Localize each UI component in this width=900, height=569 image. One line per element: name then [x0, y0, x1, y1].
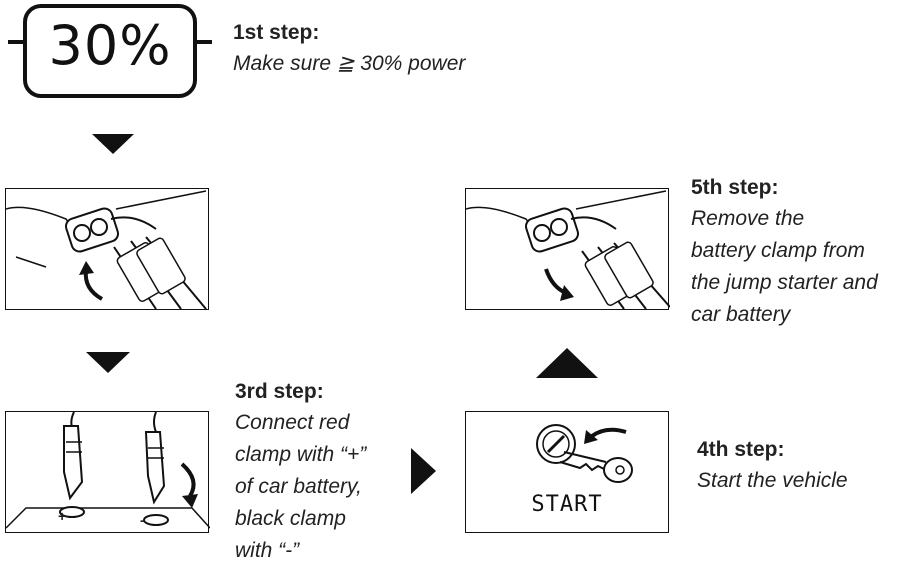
step-3-title: 3rd step:	[235, 380, 324, 403]
step-1-title: 1st step:	[233, 21, 320, 44]
step-5-line-1: Remove the	[691, 207, 805, 230]
curved-arrow-icon	[79, 261, 104, 301]
step-3-line-5: with “-”	[235, 539, 300, 562]
battery-plus-terminal: +	[58, 508, 67, 524]
start-label: START	[531, 492, 603, 517]
step-5-line-4: car battery	[691, 303, 791, 326]
flow-arrow-right	[411, 448, 437, 494]
panel-start-vehicle: START	[465, 411, 669, 533]
battery-level-icon	[8, 4, 212, 98]
step-3-line-3: of car battery,	[235, 475, 362, 498]
remove-clamp-illustration	[466, 190, 670, 310]
curved-arrow-icon	[584, 427, 627, 444]
step-3-line-2: clamp with “+”	[235, 443, 367, 466]
triangle-arrow-icon	[92, 134, 134, 154]
car-battery-illustration	[6, 412, 210, 529]
step-1: 1st step: Make sure ≧ 30% power	[233, 20, 465, 80]
step-5: 5th step: Remove the battery clamp from …	[691, 175, 878, 331]
battery-minus-terminal: -	[140, 512, 145, 528]
curved-arrow-icon	[544, 268, 574, 301]
flow-arrow-down-1	[92, 134, 134, 156]
step-3-line-1: Connect red	[235, 411, 350, 434]
jump-starter-illustration	[6, 190, 207, 310]
panel-connect-clamps	[5, 188, 209, 310]
panel-remove-clamps	[465, 188, 670, 310]
step-4-line-1: Start the vehicle	[697, 469, 848, 492]
step-5-line-3: the jump starter and	[691, 271, 878, 294]
triangle-arrow-icon	[86, 352, 130, 373]
curved-arrow-icon	[180, 462, 198, 508]
step-1-line-1: Make sure ≧ 30% power	[233, 52, 466, 75]
step-4: 4th step: Start the vehicle	[697, 437, 848, 497]
battery-level-indicator: 30%	[0, 0, 220, 110]
panel-connect-car-battery: + -	[5, 411, 210, 533]
triangle-arrow-icon	[536, 348, 598, 378]
ignition-key-icon	[536, 424, 633, 483]
step-3-line-4: black clamp	[235, 507, 346, 530]
battery-percentage: 30%	[48, 14, 172, 77]
step-5-line-2: battery clamp from	[691, 239, 865, 262]
step-5-title: 5th step:	[691, 176, 779, 199]
step-4-title: 4th step:	[697, 438, 785, 461]
flow-arrow-up	[536, 348, 598, 378]
step-3: 3rd step: Connect red clamp with “+” of …	[235, 379, 366, 567]
flow-arrow-down-2	[86, 352, 130, 374]
triangle-arrow-icon	[411, 448, 436, 494]
